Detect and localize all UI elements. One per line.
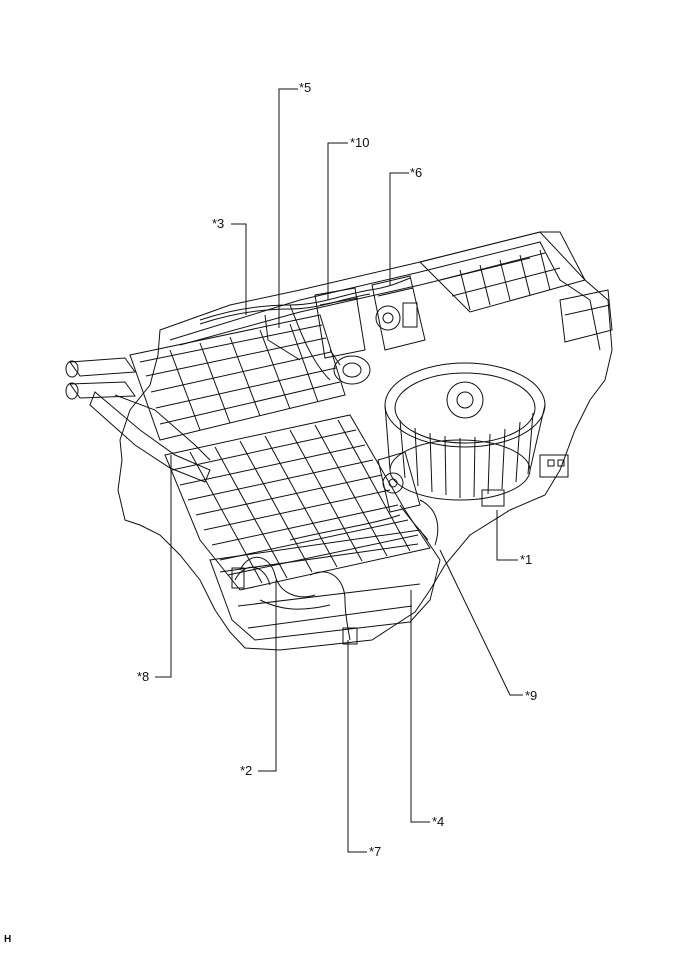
callout-4: *4	[432, 814, 445, 829]
leader-6	[390, 173, 409, 285]
corner-label: H	[4, 934, 12, 945]
callout-7: *7	[369, 844, 382, 859]
servo-motor-10	[315, 288, 370, 384]
leader-1	[497, 510, 518, 560]
wire-harness-lower	[232, 515, 400, 644]
leader-4	[411, 590, 430, 822]
callout-3: *3	[212, 216, 225, 231]
leader-9	[440, 550, 523, 695]
blower-fan	[385, 363, 568, 506]
callout-8: *8	[137, 669, 150, 684]
callout-2: *2	[240, 763, 253, 778]
wire-harness-top	[200, 278, 410, 380]
callout-1: *1	[520, 552, 533, 567]
upper-duct-vents	[420, 232, 612, 342]
evaporator	[165, 415, 430, 590]
heater-pipes	[66, 358, 210, 482]
callout-9: *9	[525, 688, 538, 703]
callout-5: *5	[299, 80, 312, 95]
leader-lines	[155, 89, 523, 852]
servo-motor-9	[378, 452, 438, 545]
heater-core	[130, 315, 345, 440]
callout-6: *6	[410, 165, 423, 180]
leader-3	[231, 224, 246, 315]
leader-5	[279, 89, 298, 328]
servo-motor-6	[372, 276, 425, 350]
leader-8	[155, 455, 171, 677]
leader-10	[328, 143, 348, 300]
callout-10: *10	[350, 135, 370, 150]
leader-2	[258, 580, 276, 771]
leader-7	[348, 640, 367, 852]
